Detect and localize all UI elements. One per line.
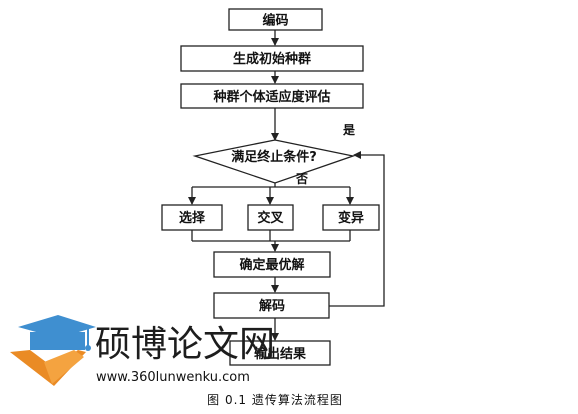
node-crossover: 交叉 <box>247 204 294 231</box>
watermark-logo-icon <box>10 315 96 386</box>
node-best-solution: 确定最优解 <box>213 251 331 278</box>
node-best-solution-label: 确定最优解 <box>239 257 304 273</box>
node-init-population: 生成初始种群 <box>180 45 364 72</box>
node-select: 选择 <box>161 204 223 231</box>
node-termination-check: 满足终止条件? <box>192 139 356 184</box>
node-init-population-label: 生成初始种群 <box>233 51 311 67</box>
node-mutate: 变异 <box>322 204 380 231</box>
node-output: 输出结果 <box>229 340 331 366</box>
watermark-site-url: www.360lunwenku.com <box>96 370 250 385</box>
watermark-site-name: 硕博论文网 <box>95 324 275 365</box>
node-crossover-label: 交叉 <box>257 210 284 226</box>
branch-no-label: 否 <box>295 172 308 186</box>
node-mutate-label: 变异 <box>338 210 364 226</box>
node-termination-check-label: 满足终止条件? <box>231 149 317 165</box>
node-fitness-eval: 种群个体适应度评估 <box>180 83 364 109</box>
node-encode: 编码 <box>228 8 323 31</box>
node-output-label: 输出结果 <box>254 346 306 362</box>
node-decode-label: 解码 <box>258 298 285 314</box>
node-select-label: 选择 <box>179 210 206 226</box>
node-encode-label: 编码 <box>262 13 288 29</box>
branch-yes-label: 是 <box>342 123 356 137</box>
node-fitness-eval-label: 种群个体适应度评估 <box>212 89 330 105</box>
flow-connectors <box>188 30 385 341</box>
node-decode: 解码 <box>213 292 330 319</box>
figure-caption: 图 0.1 遗传算法流程图 <box>207 392 343 407</box>
